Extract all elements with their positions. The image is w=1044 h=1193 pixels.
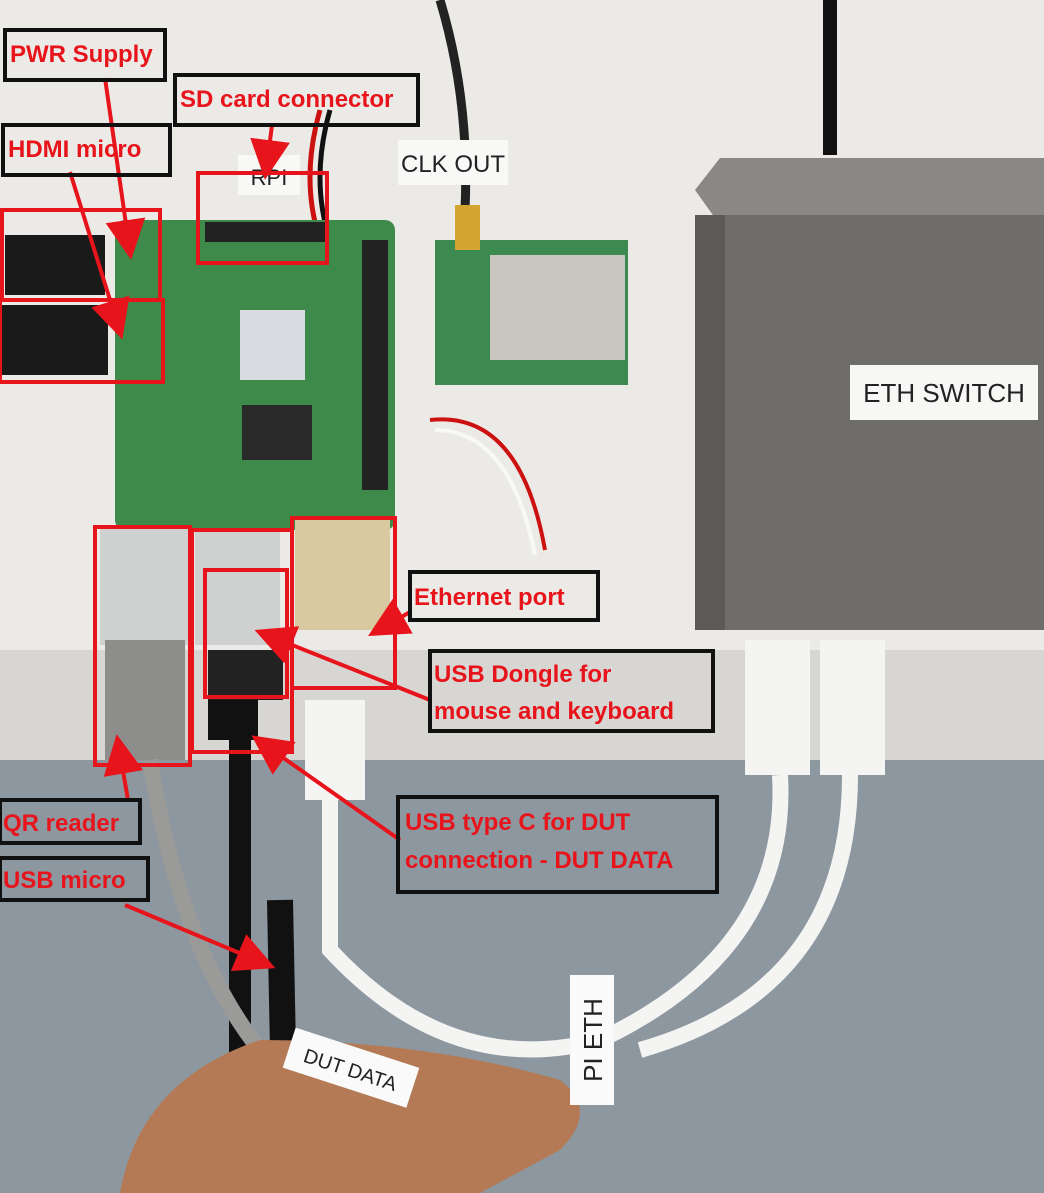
arrows — [68, 77, 431, 972]
usb-micro-arrow — [124, 903, 276, 972]
ethernet-arrow — [368, 598, 413, 636]
usb-dongle-label-line2: mouse and keyboard — [434, 698, 674, 725]
label-boxes — [0, 28, 719, 902]
usb-c-arrow — [251, 735, 402, 842]
rpi-tag: RPI — [251, 165, 288, 190]
sd-arrow — [250, 124, 290, 180]
eth-switch-tag: ETH SWITCH — [863, 378, 1025, 408]
clock-module — [435, 205, 628, 385]
clk-out-tag: CLK OUT — [401, 151, 505, 178]
pwr-arrow — [103, 77, 146, 260]
hand — [120, 1040, 580, 1193]
pi-eth-tag: PI ETH — [578, 998, 608, 1082]
qr-arrow — [103, 734, 144, 801]
usb-micro-label: USB micro — [3, 867, 126, 894]
raspberry-pi-board — [100, 220, 395, 800]
sd-card-label: SD card connector — [180, 86, 393, 113]
hdmi-arrow — [68, 171, 130, 340]
usb-dongle-label-line1: USB Dongle for — [434, 661, 611, 688]
hdmi-micro-label: HDMI micro — [8, 136, 141, 163]
ethernet-port-label: Ethernet port — [414, 584, 565, 611]
dongle-arrow — [254, 626, 431, 702]
usb-c-label-line1: USB type C for DUT — [405, 809, 631, 836]
pwr-supply-label: PWR Supply — [10, 41, 153, 68]
hdmi-highlight — [0, 298, 165, 384]
qr-reader-label: QR reader — [3, 810, 119, 837]
usb-c-label-line2: connection - DUT DATA — [405, 847, 673, 874]
ethernet-switch: ETH SWITCH — [695, 0, 1044, 630]
